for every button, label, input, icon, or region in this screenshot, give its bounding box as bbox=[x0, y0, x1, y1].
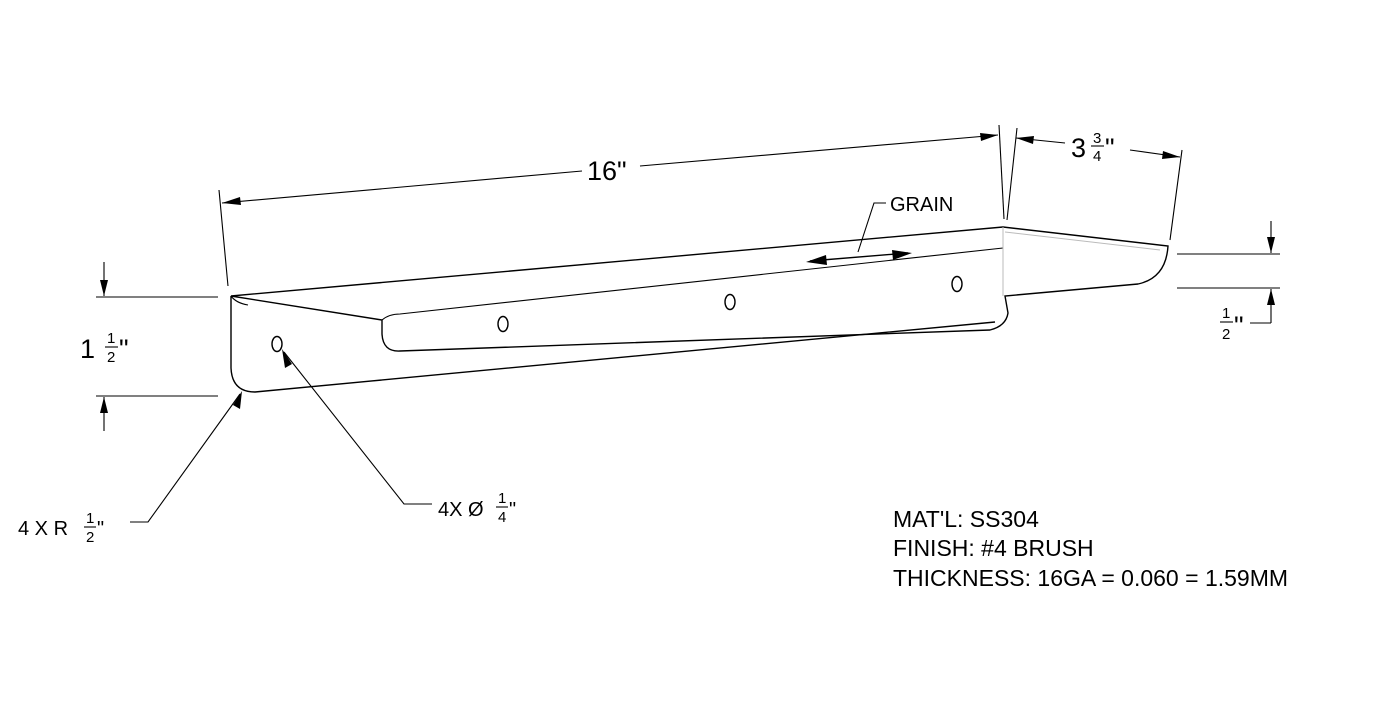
dimension-depth: 3 3 4 " bbox=[1006, 127, 1183, 241]
depth-num: 3 bbox=[1093, 130, 1101, 147]
extension-line-left bbox=[218, 189, 229, 287]
lip-den: 2 bbox=[1222, 326, 1230, 343]
grain-arrow-left bbox=[806, 255, 827, 265]
hole-leader bbox=[283, 351, 432, 505]
radius-callout: 4 X R 1 2 " bbox=[18, 391, 242, 546]
radius-leader bbox=[130, 393, 241, 523]
extension-line-depth-left bbox=[1006, 127, 1018, 221]
depth-whole: 3 bbox=[1071, 133, 1086, 163]
shelf-lip-edge bbox=[381, 247, 1004, 321]
mount-hole-2 bbox=[497, 315, 509, 333]
hole-arrow bbox=[282, 349, 292, 368]
notes-block: MAT'L: SS304 FINISH: #4 BRUSH THICKNESS:… bbox=[893, 506, 1288, 591]
length-label: 16" bbox=[587, 156, 627, 186]
extension-line-depth-right bbox=[1169, 149, 1183, 241]
dimension-line-length-b bbox=[639, 134, 999, 167]
arrow-depth-right bbox=[1162, 151, 1180, 159]
mount-hole-1 bbox=[271, 335, 283, 353]
height-num: 1 bbox=[107, 330, 115, 347]
hole-num: 1 bbox=[498, 490, 506, 507]
hole-unit: " bbox=[509, 499, 516, 521]
shelf-front-face-edge bbox=[230, 295, 249, 306]
arrow-lip-bottom bbox=[1267, 289, 1275, 305]
lip-num: 1 bbox=[1222, 305, 1230, 322]
note-thickness: THICKNESS: 16GA = 0.060 = 1.59MM bbox=[893, 565, 1288, 591]
dimension-height: 1 1 2 " bbox=[80, 262, 218, 431]
grain-label: GRAIN bbox=[890, 194, 953, 216]
radius-label: 4 X R bbox=[18, 518, 68, 540]
shelf-top-surface bbox=[230, 226, 1169, 352]
radius-num: 1 bbox=[86, 510, 94, 527]
note-finish: FINISH: #4 BRUSH bbox=[893, 535, 1094, 561]
shelf-part bbox=[230, 226, 1169, 393]
grain-arrow-right bbox=[892, 250, 912, 260]
depth-unit: " bbox=[1105, 133, 1115, 163]
height-unit: " bbox=[119, 334, 129, 364]
hole-label: 4X Ø bbox=[438, 499, 484, 521]
radius-den: 2 bbox=[86, 529, 94, 546]
depth-den: 4 bbox=[1093, 148, 1101, 165]
mount-hole-4 bbox=[951, 275, 963, 293]
extension-line-right bbox=[998, 124, 1005, 220]
radius-unit: " bbox=[97, 518, 104, 540]
grain-annotation: GRAIN bbox=[806, 194, 953, 265]
dimension-line-length-a bbox=[221, 170, 583, 204]
arrow-length-right bbox=[980, 133, 998, 141]
arrow-height-bottom bbox=[100, 397, 108, 413]
arrow-depth-left bbox=[1016, 136, 1034, 144]
height-whole: 1 bbox=[80, 334, 95, 364]
hole-den: 4 bbox=[498, 509, 506, 526]
height-den: 2 bbox=[107, 349, 115, 366]
lip-unit: " bbox=[1234, 311, 1244, 341]
mount-hole-3 bbox=[724, 293, 736, 311]
dimension-length: 16" bbox=[218, 124, 1005, 287]
note-material: MAT'L: SS304 bbox=[893, 506, 1039, 532]
arrow-length-left bbox=[222, 197, 241, 205]
dimension-lip: 1 2 " bbox=[1177, 221, 1280, 343]
arrow-lip-top bbox=[1267, 237, 1275, 253]
shelf-front-face bbox=[230, 296, 996, 393]
hole-callout: 4X Ø 1 4 " bbox=[282, 349, 516, 526]
arrow-height-top bbox=[100, 280, 108, 296]
shelf-back-hidden-line-2 bbox=[1004, 231, 1161, 251]
grain-leader bbox=[857, 202, 886, 253]
radius-arrow bbox=[233, 391, 242, 409]
